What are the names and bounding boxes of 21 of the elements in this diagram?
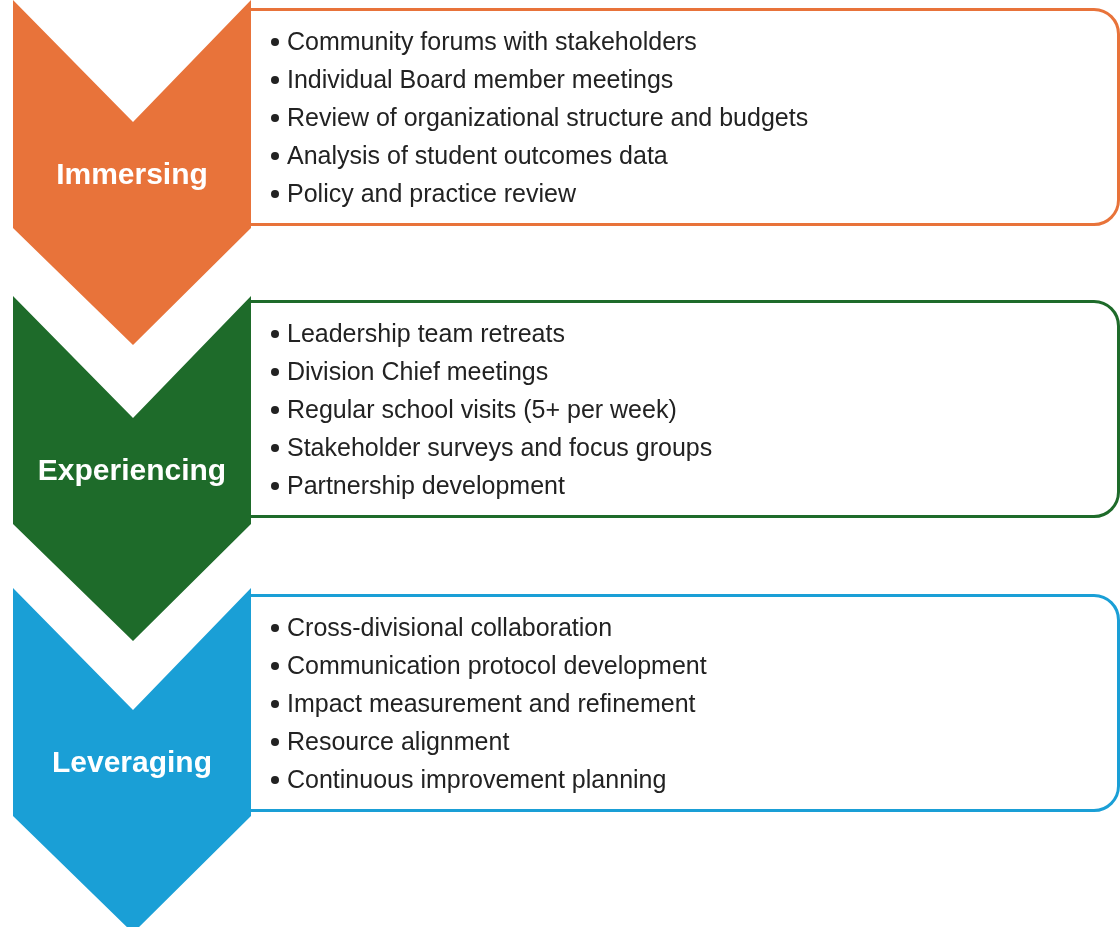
bullet-item: Partnership development — [287, 471, 565, 499]
stage-label: Experiencing — [36, 453, 228, 487]
stage-label: Leveraging — [50, 745, 214, 779]
stage-label: Immersing — [55, 157, 209, 191]
bullet-item: Continuous improvement planning — [287, 765, 667, 793]
bullet-item: Division Chief meetings — [287, 357, 549, 385]
bullet-item: Review of organizational structure and budgets — [287, 103, 809, 131]
content-box — [248, 8, 1120, 226]
bullet-item: Community forums with stakeholders — [287, 27, 697, 55]
bullet-item: Communication protocol development — [287, 651, 707, 679]
content-box — [248, 300, 1120, 518]
bullet-item: Impact measurement and refinement — [287, 689, 696, 717]
bullet-item: Policy and practice review — [287, 179, 576, 207]
bullet-item: Regular school visits (5+ per week) — [287, 395, 677, 423]
bullet-item: Individual Board member meetings — [287, 65, 674, 93]
bullet-item: Stakeholder surveys and focus groups — [287, 433, 713, 461]
bullet-item: Leadership team retreats — [287, 319, 565, 347]
bullet-item: Analysis of student outcomes data — [287, 141, 668, 169]
content-box — [248, 594, 1120, 812]
bullet-item: Cross-divisional collaboration — [287, 613, 613, 641]
bullet-item: Resource alignment — [287, 727, 510, 755]
